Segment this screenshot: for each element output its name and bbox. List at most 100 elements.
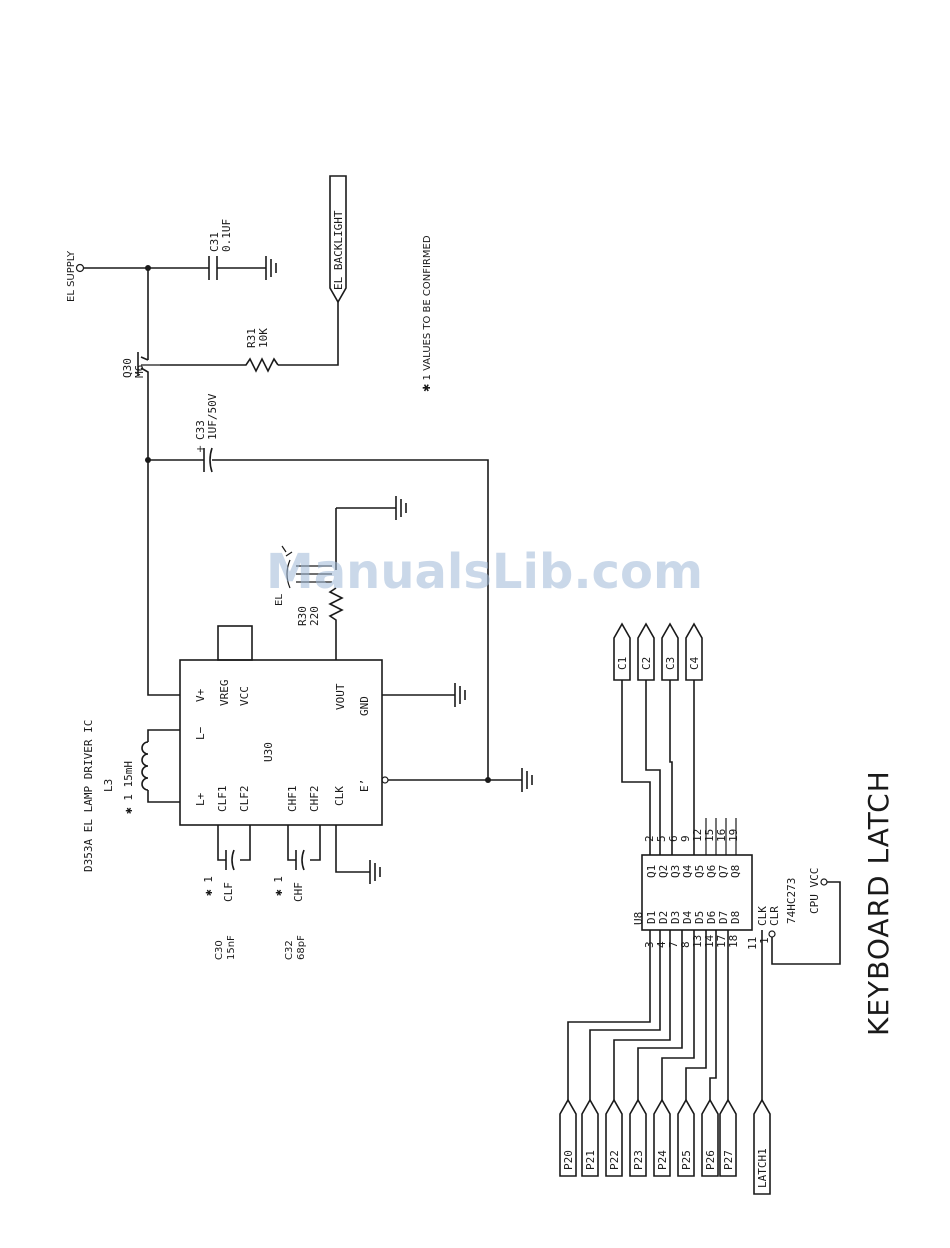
c33-ref: C33 xyxy=(194,420,207,440)
input-connector-shape xyxy=(629,1098,647,1177)
input-connector-shape xyxy=(653,1098,671,1177)
d-pin-label: D5 xyxy=(693,911,706,924)
r31-value: 10K xyxy=(257,328,270,348)
ground-icon xyxy=(265,256,277,280)
input-connector-label: P23 xyxy=(632,1150,645,1170)
pin-clf1: CLF1 xyxy=(216,786,229,813)
c33-value: 1UF/50V xyxy=(206,393,219,440)
clk-pin: 11 xyxy=(746,937,759,950)
r30-ref: R30 xyxy=(296,606,309,626)
d-pin-number: 7 xyxy=(667,941,680,948)
r30-value: 220 xyxy=(308,606,321,626)
c32-mark: ✱ 1 xyxy=(272,876,285,896)
d-pin-label: D6 xyxy=(705,911,718,924)
q30-value: M6 xyxy=(133,365,146,378)
pin-vout: VOUT xyxy=(334,683,347,710)
input-connector-label: P27 xyxy=(722,1150,735,1170)
c4-label: C4 xyxy=(688,656,701,670)
el-backlight-connector: EL BACKLIGHT xyxy=(329,175,347,304)
c32-label: CHF xyxy=(292,882,305,902)
ground-icon xyxy=(454,683,466,707)
input-connector-shape xyxy=(605,1098,623,1177)
q-pin-number: 5 xyxy=(655,835,668,842)
c32-value: 68pF xyxy=(296,935,307,960)
input-connector-label: P21 xyxy=(584,1150,597,1170)
input-connector-shape xyxy=(677,1098,695,1177)
input-connector-label: P22 xyxy=(608,1150,621,1170)
connector-c4: C4 xyxy=(685,622,703,681)
capacitor-c33: + C33 1UF/50V xyxy=(148,393,489,780)
connector-c2: C2 xyxy=(637,622,655,681)
q-pin-number: 12 xyxy=(691,829,704,842)
q-pin-label: Q1 xyxy=(645,865,658,878)
q-pin-number: 15 xyxy=(703,829,716,842)
pin-l-minus: L− xyxy=(194,726,207,740)
ground-icon xyxy=(521,768,533,792)
q-pin-number: 6 xyxy=(667,835,680,842)
capacitor-c31: C31 0.1UF xyxy=(148,219,266,280)
pin-v-plus: V+ xyxy=(194,688,207,702)
connector-c1: C1 xyxy=(613,622,631,681)
d-pin-number: 4 xyxy=(655,941,668,948)
input-connector-shape xyxy=(753,1098,771,1195)
watermark: ManualsLib.com xyxy=(266,544,703,600)
input-connector-shape xyxy=(701,1098,719,1177)
d-pin-label: D4 xyxy=(681,910,694,924)
values-note: ✱ 1 VALUES TO BE CONFIRMED xyxy=(422,235,433,392)
input-connector-shape xyxy=(581,1098,599,1177)
part-number: 74HC273 xyxy=(785,878,798,924)
q-pin-label: Q7 xyxy=(717,865,730,878)
c30-label: CLF xyxy=(222,882,235,902)
pin-chf2: CHF2 xyxy=(308,786,321,813)
q30-ref: Q30 xyxy=(121,358,134,378)
clk-label: CLK xyxy=(756,906,769,926)
el-lamp: EL xyxy=(274,545,332,606)
input-connector-label: P26 xyxy=(704,1150,717,1170)
c3-label: C3 xyxy=(664,657,677,670)
ic-ref: U30 xyxy=(262,742,275,762)
input-connector-label: P24 xyxy=(656,1150,669,1170)
cpu-vcc-label: CPU VCC xyxy=(808,868,821,914)
c31-ref: C31 xyxy=(208,232,221,252)
l3-ref: L3 xyxy=(102,779,115,792)
c30-mark: ✱ 1 xyxy=(202,876,215,896)
q-pin-label: Q2 xyxy=(657,865,670,878)
q-pin-number: 2 xyxy=(643,835,656,842)
resistor-r30: R30 220 xyxy=(296,587,344,660)
c1-label: C1 xyxy=(616,657,629,670)
c30-value: 15nF xyxy=(226,935,237,960)
input-connector-shape xyxy=(559,1098,577,1177)
transistor-q30: Q30 M6 xyxy=(121,352,160,395)
q-pin-number: 19 xyxy=(727,829,740,842)
page-title: KEYBOARD LATCH xyxy=(862,770,895,1036)
d-pin-label: D3 xyxy=(669,911,682,924)
pin-e: E’ xyxy=(358,779,371,792)
l3-value: ✱ 1 15mH xyxy=(122,761,135,814)
capacitor-c30: ✱ 1 CLF C30 15nF xyxy=(202,825,251,960)
input-connector-label: LATCH1 xyxy=(756,1148,769,1188)
d-pin-label: D2 xyxy=(657,911,670,924)
d-pin-label: D8 xyxy=(729,911,742,924)
el-backlight-label: EL BACKLIGHT xyxy=(332,210,345,290)
el-supply-terminal: EL SUPPLY xyxy=(66,250,85,302)
ground-icon xyxy=(369,860,381,884)
c33-plus-sign: + xyxy=(196,444,204,455)
d-pin-number: 17 xyxy=(715,935,728,948)
connector-c3: C3 xyxy=(661,622,679,681)
c2-label: C2 xyxy=(640,657,653,670)
q-pin-number: 9 xyxy=(679,835,692,842)
el-lamp-label: EL xyxy=(274,594,285,606)
input-connector-label: P25 xyxy=(680,1150,693,1170)
q-pin-number: 16 xyxy=(715,829,728,842)
u8-ref: U8 xyxy=(632,912,645,925)
pin-l-plus: L+ xyxy=(194,792,207,806)
q-pin-label: Q6 xyxy=(705,865,718,878)
capacitor-c32: ✱ 1 CHF C32 68pF xyxy=(272,825,321,960)
c31-value: 0.1UF xyxy=(220,219,233,252)
inductor-l3: L3 ✱ 1 15mH xyxy=(102,729,180,814)
input-connectors: P20 P21 P22 P23 P24 P25 P26 P27 LATCH1 xyxy=(559,1098,771,1195)
input-connector-label: P20 xyxy=(562,1150,575,1170)
d-pin-number: 18 xyxy=(727,935,740,948)
